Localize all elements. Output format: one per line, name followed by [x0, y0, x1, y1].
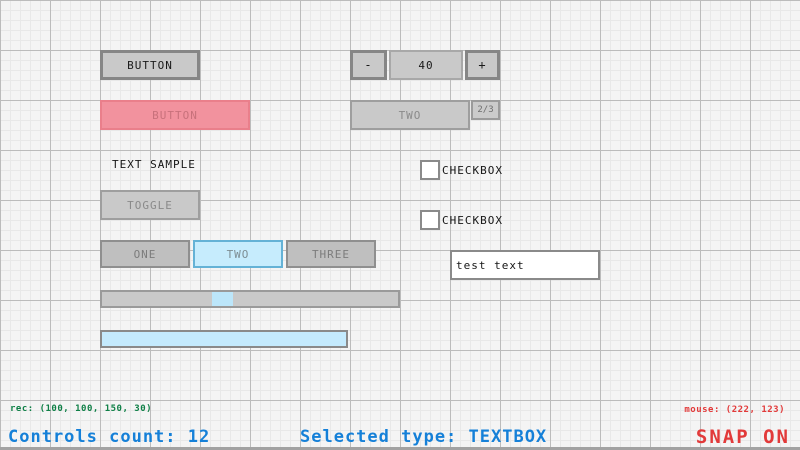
- text-input[interactable]: test text: [450, 250, 600, 280]
- checkbox-1-box[interactable]: [420, 160, 440, 180]
- checkbox-1-label: CHECKBOX: [442, 163, 503, 177]
- tab-three[interactable]: THREE: [286, 240, 376, 268]
- checkbox-row-2[interactable]: CHECKBOX: [420, 210, 503, 230]
- slider-handle[interactable]: [212, 292, 233, 306]
- tab-one[interactable]: ONE: [100, 240, 190, 268]
- cycle-index-badge: 2/3: [471, 100, 500, 120]
- toggle-button[interactable]: TOGGLE: [100, 190, 200, 220]
- checkbox-2-box[interactable]: [420, 210, 440, 230]
- button-selected[interactable]: BUTTON: [100, 100, 250, 130]
- button-default[interactable]: BUTTON: [100, 50, 200, 80]
- checkbox-row-1[interactable]: CHECKBOX: [420, 160, 503, 180]
- text-sample-label: TEXT SAMPLE: [112, 158, 196, 171]
- status-controls-count: Controls count: 12: [8, 427, 211, 447]
- cycle-value-button[interactable]: TWO: [350, 100, 470, 130]
- progress-bar: [100, 330, 348, 348]
- spinner-increment-button[interactable]: +: [465, 50, 500, 80]
- spinner-value: 40: [389, 50, 463, 80]
- spinner-decrement-button[interactable]: -: [350, 50, 387, 80]
- checkbox-2-label: CHECKBOX: [442, 213, 503, 227]
- status-mouse-readout: mouse: (222, 123): [684, 405, 785, 415]
- tab-two-active[interactable]: TWO: [193, 240, 283, 268]
- status-snap-indicator: SNAP ON: [695, 426, 790, 448]
- slider[interactable]: [100, 290, 400, 308]
- status-rect-readout: rec: (100, 100, 150, 30): [10, 404, 153, 414]
- bottom-edge-strip: [0, 447, 800, 450]
- status-selected-type: Selected type: TEXTBOX: [300, 427, 548, 447]
